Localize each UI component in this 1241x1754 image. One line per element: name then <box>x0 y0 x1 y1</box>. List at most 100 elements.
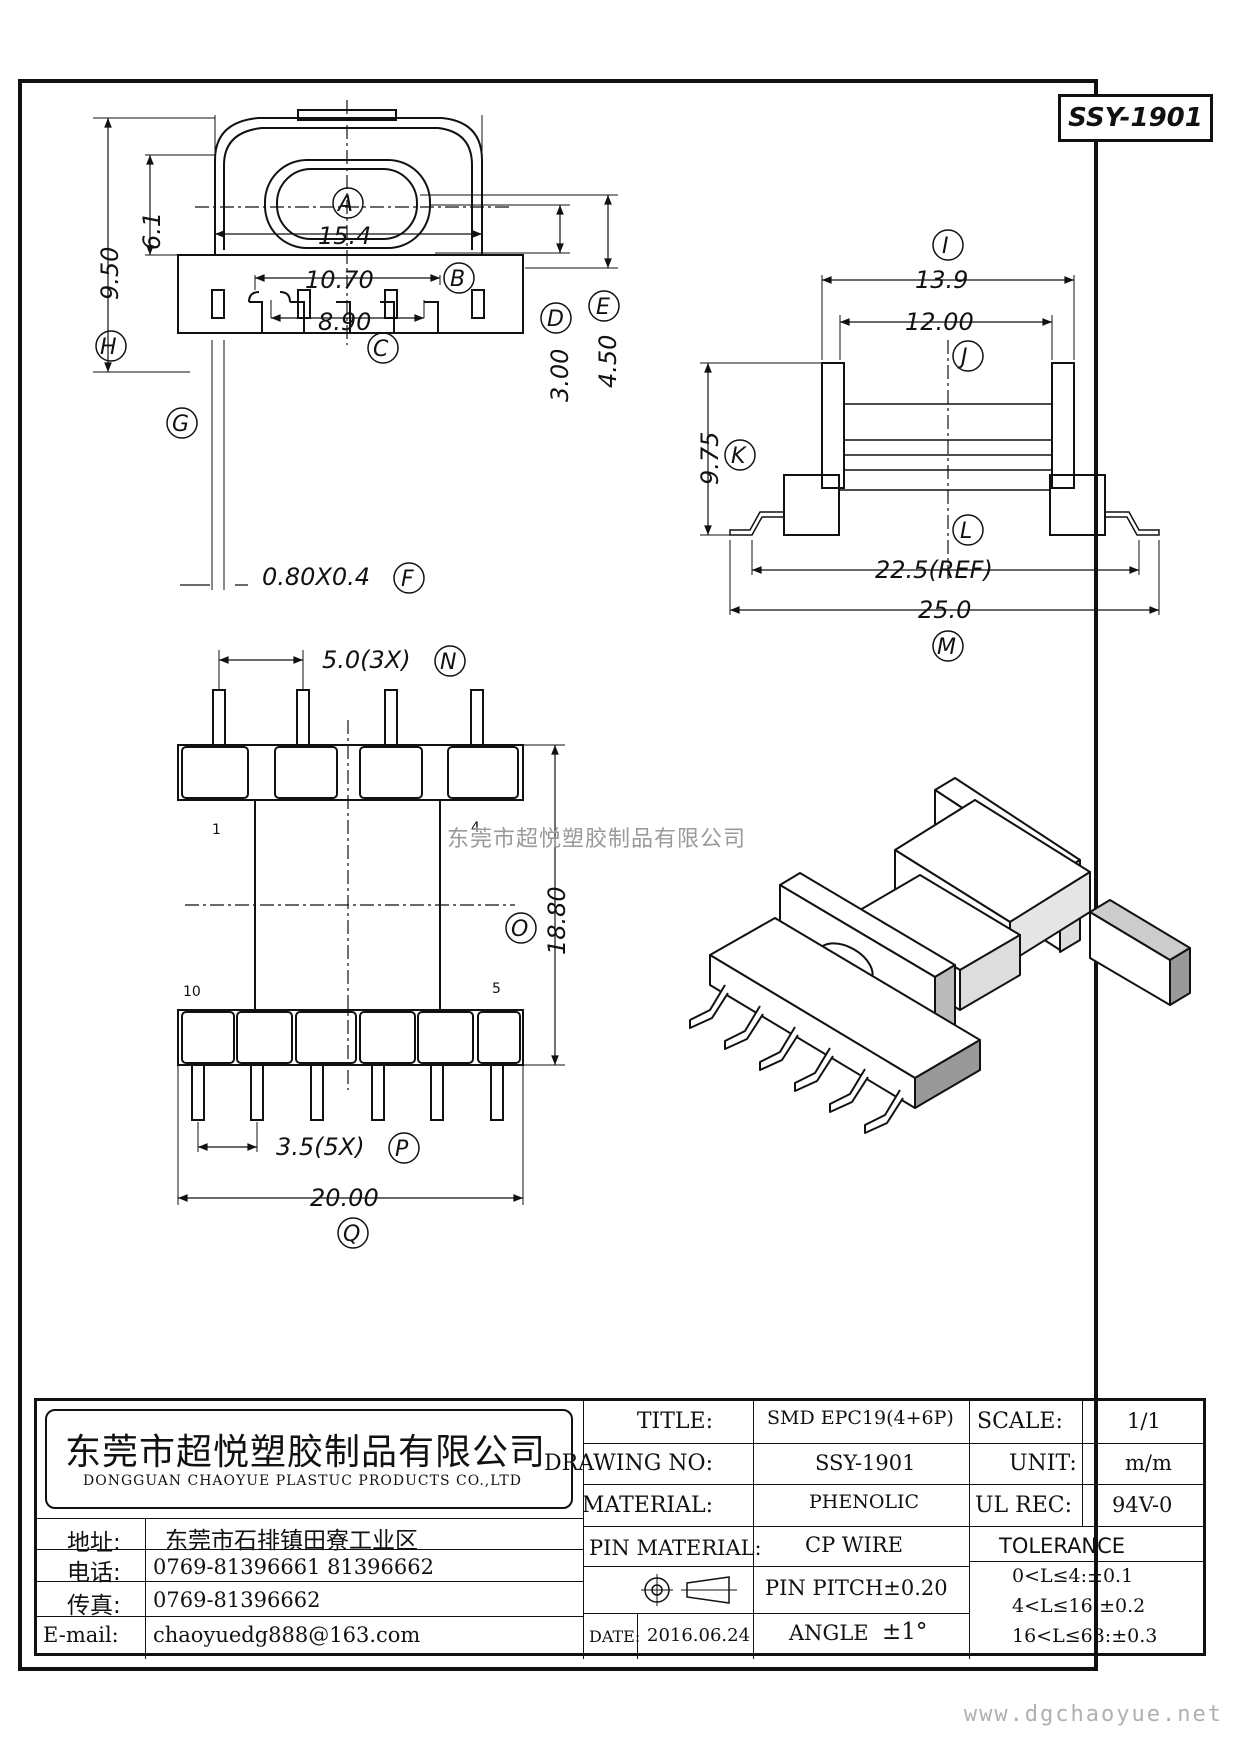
email-value: chaoyuedg888@163.com <box>153 1623 421 1647</box>
bottom-pin <box>384 689 398 746</box>
front-view-dims: A 15.4 10.70 B 8.90 C 3.00 D 4.50 E 0.80… <box>95 187 622 594</box>
dim-G: 6.1 <box>138 212 166 250</box>
dim-M: 25.0 <box>918 596 971 624</box>
dim-D: 3.00 <box>546 349 574 402</box>
label-J: J <box>957 345 968 370</box>
isometric-view <box>689 777 1191 1134</box>
label-F: F <box>401 567 414 592</box>
unit-value: m/m <box>1125 1451 1172 1475</box>
bottom-top-bar <box>177 744 524 801</box>
dim-B: 10.70 <box>305 266 374 294</box>
bottom-pin <box>212 689 226 746</box>
dim-P: 3.5(5X) <box>276 1133 365 1161</box>
dim-F: 0.80X0.4 <box>262 563 370 591</box>
side-view <box>700 275 1160 615</box>
drawing-code-box: SSY-1901 <box>1058 94 1213 142</box>
label-Q: Q <box>343 1222 360 1247</box>
bottom-pin <box>371 1064 385 1121</box>
front-view <box>93 100 618 590</box>
side-lead-right <box>1105 511 1160 536</box>
address-value: 东莞市石排镇田寮工业区 <box>165 1528 418 1554</box>
material-label: MATERIAL: <box>581 1493 713 1518</box>
tolerance-1: 0<L≤4:±0.1 <box>1012 1565 1134 1587</box>
dim-N: 5.0(3X) <box>322 646 411 674</box>
side-lead-left <box>729 511 784 536</box>
dim-J: 12.00 <box>905 308 974 336</box>
tolerance-3: 16<L≤63:±0.3 <box>1012 1625 1158 1647</box>
label-P: P <box>395 1137 409 1162</box>
side-base-right <box>1049 474 1106 536</box>
title-label: TITLE: <box>636 1409 713 1434</box>
drawing-no-value: SSY-1901 <box>815 1451 916 1475</box>
front-flange-inner <box>223 127 473 250</box>
pin-number-10: 10 <box>183 984 201 1000</box>
pin-number-1: 1 <box>212 822 221 838</box>
label-I: I <box>942 234 949 259</box>
angle-value: ±1° <box>882 1619 928 1645</box>
bottom-pin <box>191 1064 205 1121</box>
dim-L: 22.5(REF) <box>875 556 993 584</box>
side-flange-left <box>821 362 845 489</box>
pin-material-value: CP WIRE <box>805 1533 903 1557</box>
label-D: D <box>547 307 564 332</box>
title-value: SMD EPC19(4+6P) <box>767 1407 954 1429</box>
dim-A: 15.4 <box>318 222 371 250</box>
pin-material-label: PIN MATERIAL: <box>589 1536 762 1560</box>
material-value: PHENOLIC <box>809 1491 920 1513</box>
label-A: A <box>336 192 353 217</box>
front-pin <box>471 289 485 319</box>
email-label: E-mail: <box>43 1623 119 1647</box>
side-flange-right <box>1051 362 1075 489</box>
front-flange <box>214 117 483 255</box>
dim-C: 8.90 <box>318 308 371 336</box>
label-N: N <box>440 650 456 675</box>
fax-value: 0769-81396662 <box>153 1588 321 1612</box>
dim-E: 4.50 <box>594 335 622 388</box>
tolerance-label: TOLERANCE <box>999 1534 1126 1558</box>
fax-label: 传真: <box>67 1593 121 1619</box>
bottom-view-dims: 5.0(3X) N 18.80 O 3.5(5X) P 20.00 Q 1 4 … <box>183 645 571 1249</box>
company-box: 东莞市超悦塑胶制品有限公司 DONGGUAN CHAOYUE PLASTUC P… <box>45 1409 573 1509</box>
company-name-en: DONGGUAN CHAOYUE PLASTUC PRODUCTS CO.,LT… <box>83 1473 522 1489</box>
unit-label: UNIT: <box>1009 1451 1077 1476</box>
address-label: 地址: <box>67 1530 121 1556</box>
pin-pitch: PIN PITCH±0.20 <box>765 1576 948 1600</box>
ul-value: 94V-0 <box>1112 1493 1173 1517</box>
phone-value: 0769-81396661 81396662 <box>153 1555 434 1579</box>
label-B: B <box>450 267 465 292</box>
ul-label: UL REC: <box>975 1493 1073 1518</box>
side-base-left <box>783 474 840 536</box>
tolerance-2: 4<L≤16:±0.2 <box>1012 1595 1146 1617</box>
bottom-bottom-bar <box>177 1009 524 1066</box>
label-H: H <box>100 335 117 360</box>
date-label: DATE: <box>589 1627 641 1646</box>
side-view-dims: I 13.9 12.00 J 9.75 K L 22.5(REF) 25.0 M <box>696 229 993 662</box>
drawing-frame <box>18 79 1098 1671</box>
bottom-view <box>177 650 565 1205</box>
label-G: G <box>172 412 189 437</box>
date-value: 2016.06.24 <box>647 1625 751 1646</box>
watermark: 东莞市超悦塑胶制品有限公司 <box>447 827 747 852</box>
label-E: E <box>596 295 610 320</box>
dim-Q: 20.00 <box>310 1184 379 1212</box>
label-C: C <box>373 337 389 362</box>
bottom-pin <box>430 1064 444 1121</box>
front-pin <box>384 289 398 319</box>
projection-symbol-icon <box>641 1574 737 1606</box>
bottom-pin <box>490 1064 504 1121</box>
label-K: K <box>731 444 747 469</box>
dim-K: 9.75 <box>696 432 724 485</box>
label-M: M <box>937 635 956 660</box>
bottom-pin <box>470 689 484 746</box>
angle-label: ANGLE <box>789 1621 869 1645</box>
bottom-pin <box>310 1064 324 1121</box>
company-name-cn: 东莞市超悦塑胶制品有限公司 <box>65 1432 547 1473</box>
scale-label: SCALE: <box>977 1409 1063 1434</box>
dim-O: 18.80 <box>543 886 571 955</box>
drawing-no-label: DRAWING NO: <box>543 1451 713 1476</box>
label-O: O <box>511 917 528 942</box>
dim-I: 13.9 <box>915 266 968 294</box>
website: www.dgchaoyue.net <box>963 1702 1223 1727</box>
pin-number-5: 5 <box>492 981 501 997</box>
